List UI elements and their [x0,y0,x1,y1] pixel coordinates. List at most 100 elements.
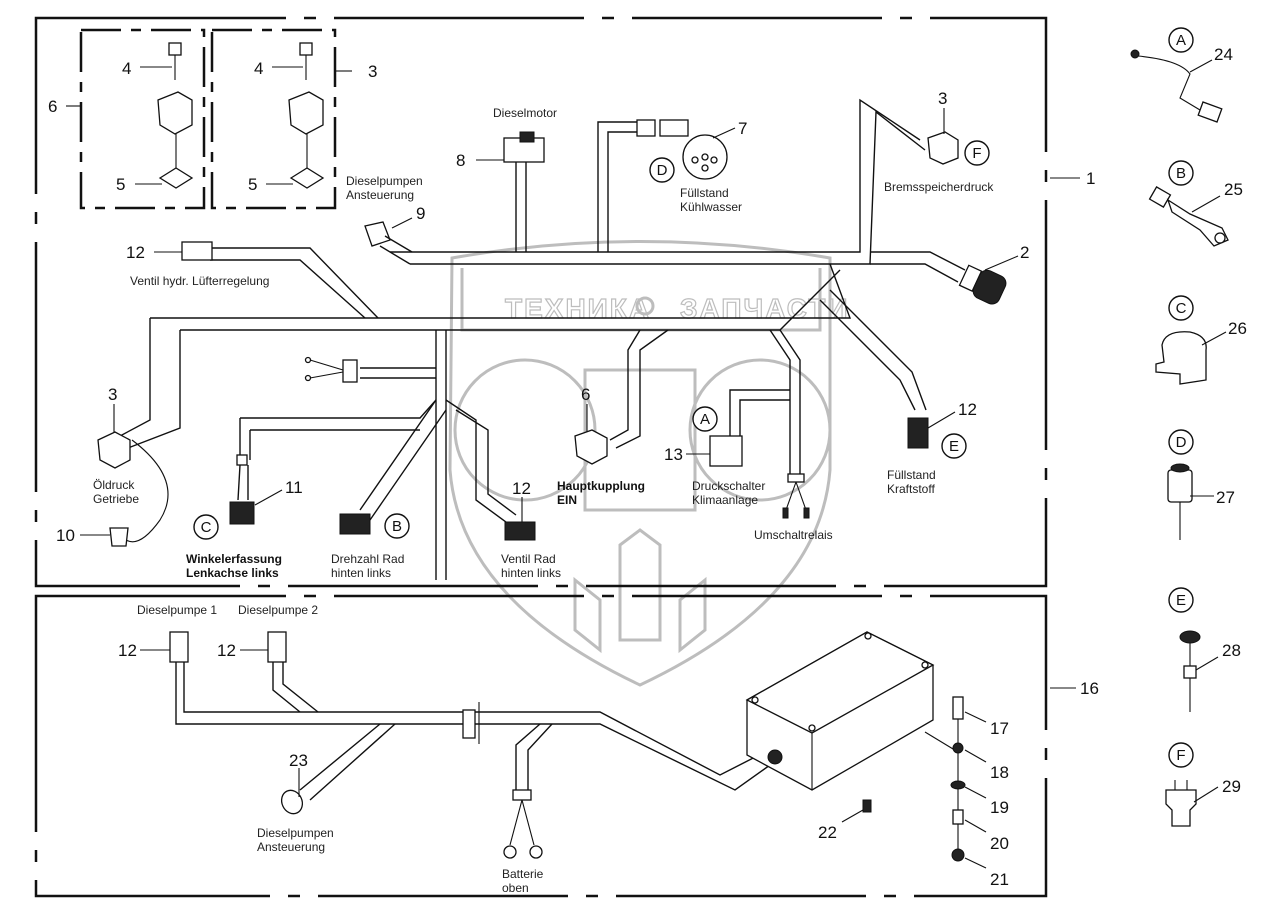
grommet [462,709,476,739]
winkel-stem [237,464,249,501]
callout-23: 23 [289,751,308,770]
sensor-10 [109,527,129,547]
wire [509,799,523,846]
cable-batterie [515,723,553,790]
letter-a-side [1168,27,1194,53]
sensor-25-eye [1214,232,1226,244]
winkel-connector [229,501,255,525]
drehzahl-connector [339,513,371,535]
connector-body [157,91,193,135]
callout-28: 28 [1222,641,1241,660]
left-subassembly-frame [79,28,206,210]
watermark-shield [448,240,832,687]
solenoid-connector-left: 4 5 [116,42,194,194]
callout-22: 22 [818,823,837,842]
callout-6: 6 [48,97,57,116]
callout-12-luefter: 12 [126,243,145,262]
sensor-legend: A 24 B 25 C 26 D 27 E 28 F [1130,27,1247,827]
cable-hauptkupplung [609,329,669,449]
letter-d-side [1168,429,1194,455]
umschalt-sleeve [787,473,805,483]
callout-5b: 5 [248,175,257,194]
box-screw [864,632,872,640]
kuehlwasser-elbow [659,119,689,137]
cable-9 [379,235,413,265]
letter-c-main-text: C [201,519,212,536]
nut-18 [952,742,964,754]
letter-f-main-text: F [972,145,981,162]
watermark-wheat [573,528,707,654]
letter-f-main [964,140,990,166]
letter-e-main [941,433,967,459]
callout-24: 24 [1214,45,1233,64]
pin [710,156,718,164]
box-screw [921,661,929,669]
callout-3-brems: 3 [938,89,947,108]
leader-7 [712,127,736,139]
callout-26: 26 [1228,319,1247,338]
ventil-rad-connector [504,521,536,541]
control-box [745,631,935,791]
label-drehzahl-2: hinten links [331,566,391,580]
callout-16: 16 [1080,679,1099,698]
label-bremsspeicher: Bremsspeicherdruck [884,180,994,194]
callout-21: 21 [990,870,1009,889]
cable-dp2 [272,662,319,713]
label-fuellstand-kr-1: Füllstand [887,468,936,482]
kuehlwasser-sleeve [636,119,656,137]
box-screw [751,696,759,704]
callout-27: 27 [1216,488,1235,507]
connector-body [288,91,324,135]
leader-22 [841,809,864,823]
callout-13: 13 [664,445,683,464]
letter-a-main [692,406,718,432]
cable-luefter [210,247,379,319]
sensor-24-head [1130,49,1140,59]
watermark-logo-e [453,358,597,502]
leader-19 [964,786,987,799]
cable-umschalt [769,329,801,480]
cable-winkel-down [239,418,251,460]
cable-top-lower [410,110,926,265]
sensor-26 [1155,331,1207,385]
label-dieselpumpen-top-1: Dieselpumpen [346,174,423,188]
callout-12-dp2: 12 [217,641,236,660]
letter-c-main [193,514,219,540]
letter-f-side-text: F [1176,747,1185,764]
sensor-28-head [1179,630,1201,644]
letter-d-main [649,157,675,183]
label-batterie-2: oben [502,881,529,895]
ring-terminal [304,374,312,382]
winkel-clip [236,454,248,466]
wire [785,481,797,511]
flat-terminal [782,507,789,519]
connector-body [972,269,1007,305]
sensor-24-plug [1197,101,1223,123]
callout-11: 11 [285,478,303,497]
fuse-22 [862,799,872,813]
leader-20 [964,819,987,833]
label-dieselmotor: Dieselmotor [493,106,557,120]
callout-25: 25 [1224,180,1243,199]
callout-6-haupt: 6 [581,385,590,404]
box-screw [808,724,816,732]
watermark-text-right: ЗАПЧАСТИ [680,293,849,324]
sensor-27-head [1170,463,1190,473]
bolt-head [168,42,182,56]
leader-9 [391,217,413,229]
callout-9: 9 [416,204,425,223]
watermark-gear-icon [635,296,655,316]
callout-10: 10 [56,526,75,545]
label-druck-1: Druckschalter [692,479,765,493]
callout-20: 20 [990,834,1009,853]
dp-bottom-connector [280,789,304,815]
callout-17: 17 [990,719,1009,738]
dp2-connector [267,631,287,663]
cable-winkel [240,399,437,431]
letter-c-side [1168,295,1194,321]
leader-17 [964,711,987,723]
leader-21 [964,857,987,869]
main-harness-frame [34,16,1048,588]
batterie-sleeve [512,789,532,801]
